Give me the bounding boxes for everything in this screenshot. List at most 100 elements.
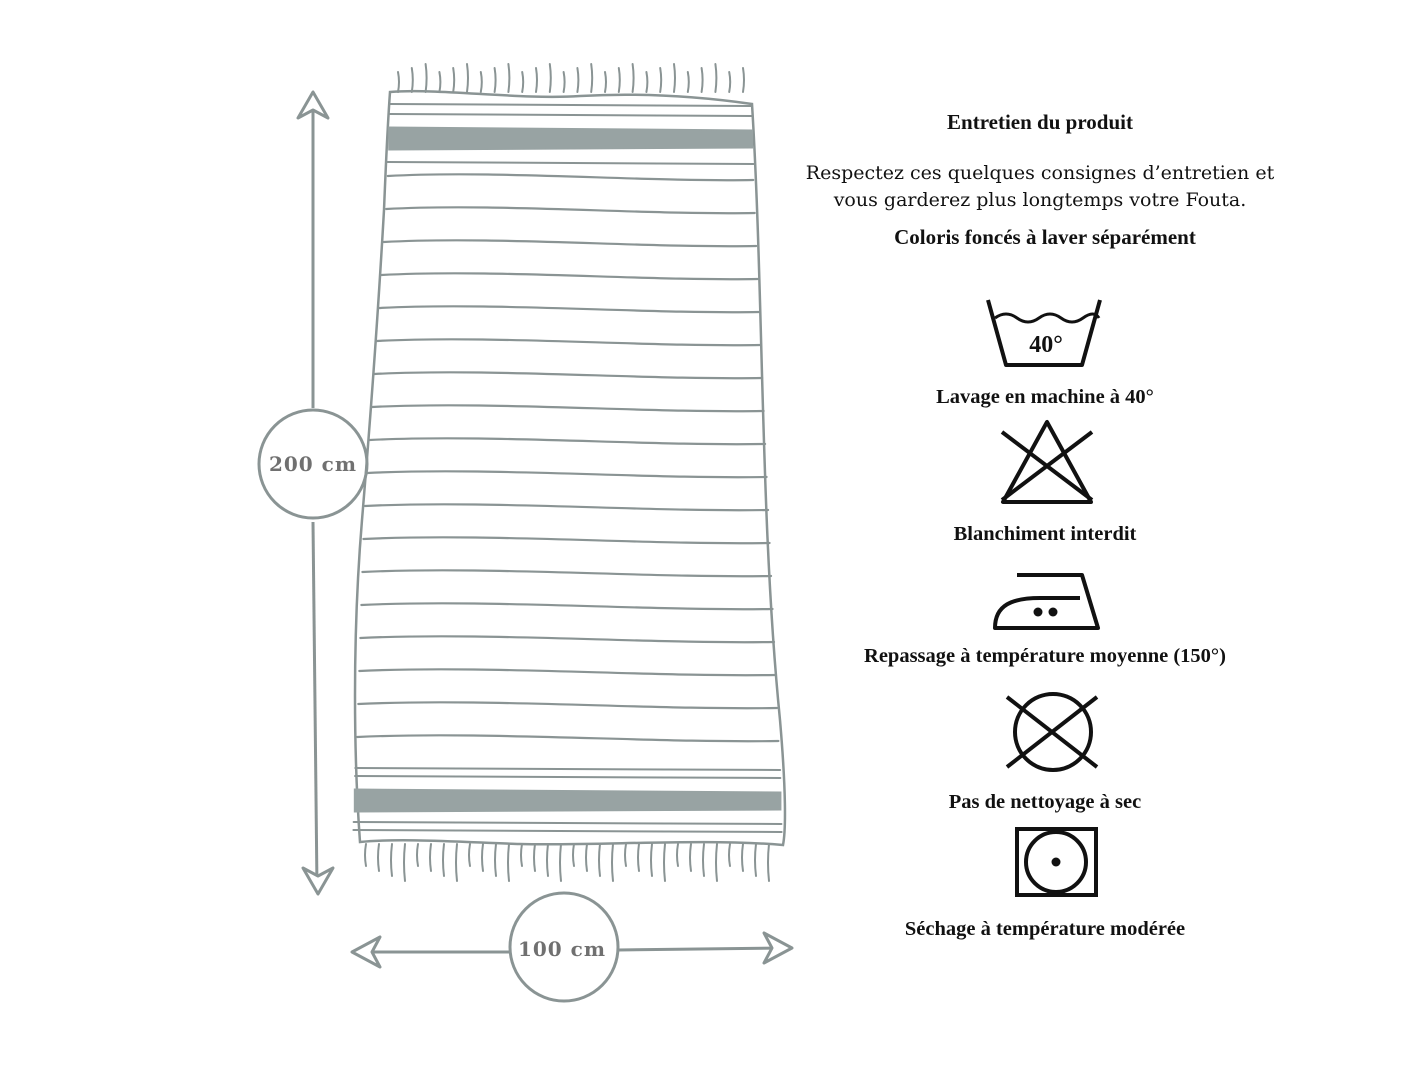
stripe-line [368, 437, 767, 446]
stripe-line [366, 470, 768, 479]
length-dimension [257, 90, 369, 896]
stripe-line [373, 371, 764, 380]
iron-label: Repassage à température moyenne (150°) [864, 645, 1226, 667]
band-line [386, 161, 755, 165]
fringe-thread [663, 843, 666, 882]
fringe-thread [728, 843, 731, 867]
fringe-thread [494, 843, 497, 877]
care-intro-line-2: vous garderez plus longtemps votre Fouta… [833, 189, 1247, 211]
fringe-thread [559, 843, 562, 882]
arrow-down-icon [301, 866, 335, 896]
fringe-thread [507, 843, 510, 882]
iron-medium-icon [993, 573, 1100, 630]
fringe-thread [742, 67, 745, 93]
towel-outline [353, 89, 787, 847]
width-circle [508, 891, 620, 1003]
fringe-thread [424, 63, 428, 93]
fringe-thread [686, 71, 690, 93]
band-line [389, 103, 752, 107]
fringe-thread [702, 843, 705, 877]
fringe-thread [466, 63, 469, 93]
bleach-label: Blanchiment interdit [953, 523, 1137, 545]
band-line [388, 113, 753, 117]
fringe-thread [548, 63, 552, 93]
stripe-line [361, 569, 773, 578]
fringe-thread [637, 843, 640, 872]
fringe-thread [390, 843, 393, 877]
fringe-thread [397, 71, 400, 93]
fringe-thread [546, 843, 549, 877]
band-line [352, 829, 783, 833]
stripe-line [356, 734, 780, 743]
stripe-line [375, 338, 762, 347]
care-intro: Respectez ces quelques consignes d’entre… [770, 160, 1310, 214]
stripe-line [363, 503, 770, 512]
tumble-dry-label: Séchage à température modérée [904, 918, 1186, 940]
fringe-thread [442, 843, 445, 877]
stripe-line [362, 536, 771, 545]
fringe-thread [572, 843, 575, 867]
fringe-thread [728, 71, 732, 93]
no-dry-clean-icon [1005, 692, 1099, 772]
fringe-thread [650, 843, 653, 877]
width-dimension [350, 891, 794, 1003]
length-label: 200 cm [268, 452, 358, 476]
fouta-towel-illustration [352, 63, 787, 882]
fringe-thread [617, 67, 621, 93]
stripe-line [370, 404, 765, 413]
fringe-thread [377, 843, 380, 872]
fringe-thread [364, 843, 367, 867]
bottom-fringe [364, 843, 770, 882]
fringe-thread [521, 71, 525, 93]
stripe-line [357, 701, 779, 710]
fringe-thread [767, 843, 770, 882]
fringe-thread [585, 843, 588, 872]
no-bleach-icon [1000, 420, 1094, 504]
fringe-thread [659, 67, 663, 93]
fringe-thread [590, 63, 594, 93]
stripe-line [359, 635, 776, 644]
fringe-thread [645, 71, 649, 93]
fringe-thread [452, 67, 456, 93]
fringe-thread [598, 843, 601, 877]
fringe-thread [689, 843, 692, 872]
fringe-thread [741, 843, 744, 872]
arrow-right-icon [762, 931, 794, 965]
width-label: 100 cm [517, 937, 607, 961]
fringe-thread [410, 67, 414, 93]
fringe-thread [479, 71, 483, 93]
fringe-thread [700, 67, 704, 93]
fringe-thread [493, 67, 497, 93]
fringe-thread [520, 843, 523, 867]
fringe-thread [754, 843, 757, 877]
arrow-up-icon [296, 90, 330, 120]
stripe-line [377, 305, 761, 314]
length-circle [257, 408, 369, 520]
fringe-thread [468, 843, 471, 867]
stripe-line [380, 272, 759, 281]
stripe-line [382, 239, 758, 248]
fringe-thread [676, 843, 679, 867]
fringe-thread [481, 843, 484, 872]
towel-stripes [356, 173, 780, 743]
fringe-thread [715, 843, 718, 882]
stripe-line [360, 602, 774, 611]
stripe-line [385, 206, 756, 215]
wash-label: Lavage en machine à 40° [936, 386, 1154, 408]
stripe-line [386, 173, 755, 182]
band-line [354, 775, 782, 779]
arrow-left-icon [350, 935, 382, 969]
wash-temperature: 40° [1029, 332, 1063, 358]
stripe-line [358, 668, 777, 677]
fringe-thread [535, 67, 538, 93]
fringe-thread [604, 71, 607, 93]
band-line [352, 821, 783, 825]
care-title: Entretien du produit [947, 110, 1133, 134]
fringe-thread [611, 843, 614, 882]
fringe-thread [416, 843, 419, 867]
care-intro-line-1: Respectez ces quelques consignes d’entre… [805, 162, 1275, 184]
fringe-thread [631, 63, 635, 93]
fringe-thread [624, 843, 627, 867]
fringe-thread [562, 71, 566, 93]
